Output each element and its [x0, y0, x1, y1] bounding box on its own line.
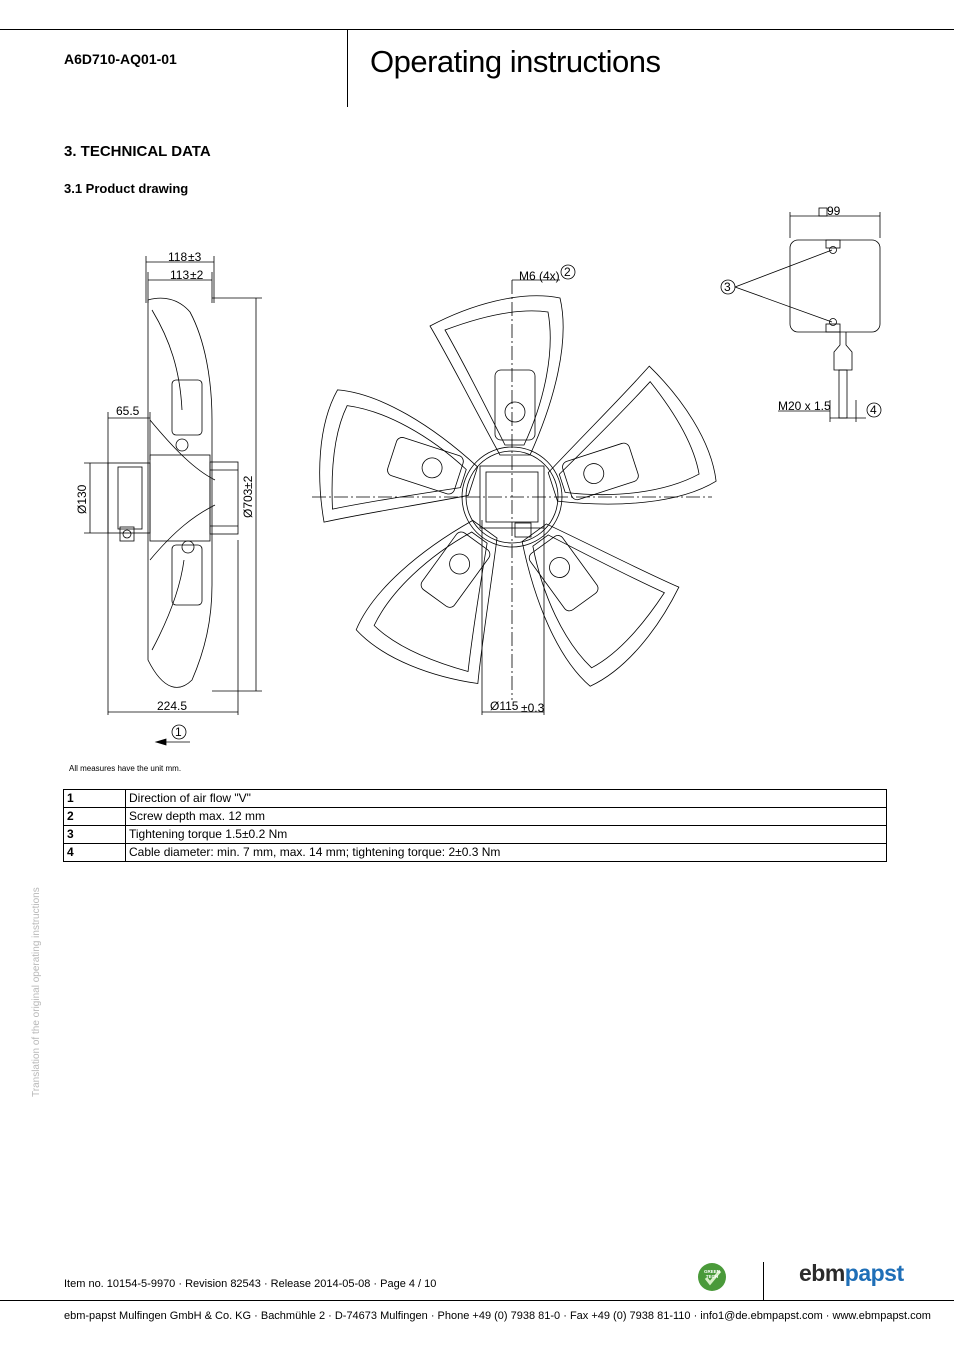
callout-4-circle [866, 402, 882, 418]
dim-115-tolerance: ±0.3 [521, 701, 545, 715]
legend-text: Tightening torque 1.5±0.2 Nm [125, 825, 887, 844]
callout-2-circle [560, 264, 576, 280]
dim-118-tolerance: ±3 [188, 250, 202, 264]
model-number: A6D710-AQ01-01 [64, 51, 177, 67]
terminal-box-view [734, 212, 881, 422]
dim-diameter-115: Ø115 [490, 699, 519, 713]
ebmpapst-logo: ebmpapst [799, 1260, 904, 1286]
square-symbol [818, 207, 828, 217]
subsection-heading: 3.1 Product drawing [64, 181, 189, 196]
dim-113-tolerance: ±2 [190, 268, 204, 282]
header-top-rule [0, 29, 954, 30]
legend-text: Screw depth max. 12 mm [125, 807, 887, 826]
table-row: 3 Tightening torque 1.5±0.2 Nm [63, 825, 887, 844]
section-heading: 3. TECHNICAL DATA [64, 143, 211, 160]
dim-224-5: 224.5 [157, 699, 187, 713]
legend-text: Direction of air flow "V" [125, 789, 887, 808]
callout-3: 3 [724, 280, 731, 294]
legend-num: 2 [63, 807, 126, 826]
footer-rule [0, 1300, 954, 1301]
dim-diameter-130: Ø130 [75, 484, 89, 514]
callout-3-circle [720, 279, 736, 295]
brand-divider [763, 1262, 764, 1300]
dim-99: 99 [827, 204, 841, 218]
callout-1: 1 [175, 725, 182, 739]
dim-118: 118 [168, 250, 187, 264]
legend-num: 4 [63, 843, 126, 862]
footer-address: ebm-papst Mulfingen GmbH & Co. KG · Bach… [64, 1310, 931, 1322]
svg-text:TECH: TECH [706, 1274, 718, 1279]
svg-text:GREEN: GREEN [704, 1269, 720, 1274]
legend-table: 1 Direction of air flow "V" 2 Screw dept… [63, 789, 887, 862]
callout-1-circle [171, 724, 187, 740]
translation-note: Translation of the original operating in… [31, 887, 42, 1097]
dim-m20: M20 x 1.5 [778, 399, 831, 413]
callout-4: 4 [870, 403, 877, 417]
dim-diameter-703: Ø703 [241, 488, 255, 518]
header-divider [347, 30, 348, 107]
callout-2: 2 [564, 265, 571, 279]
table-row: 1 Direction of air flow "V" [63, 789, 887, 808]
unit-note: All measures have the unit mm. [69, 764, 182, 773]
front-view [294, 279, 720, 715]
greentech-logo-icon: GREEN TECH [698, 1263, 726, 1291]
dim-703-tolerance: ±2 [241, 475, 255, 489]
footer-item-info: Item no. 10154-5-9970 · Revision 82543 ·… [64, 1278, 437, 1290]
document-title: Operating instructions [370, 44, 661, 79]
product-drawing: 118 ±3 113 ±2 65.5 Ø130 Ø703 ±2 224.5 M6… [75, 204, 882, 746]
table-row: 4 Cable diameter: min. 7 mm, max. 14 mm;… [63, 843, 887, 862]
table-row: 2 Screw depth max. 12 mm [63, 807, 887, 826]
legend-num: 1 [63, 789, 126, 808]
side-view [84, 256, 262, 746]
dim-113: 113 [170, 268, 189, 282]
dim-65-5: 65.5 [116, 404, 140, 418]
legend-num: 3 [63, 825, 126, 844]
dim-m6: M6 (4x) [519, 269, 560, 283]
legend-text: Cable diameter: min. 7 mm, max. 14 mm; t… [125, 843, 887, 862]
